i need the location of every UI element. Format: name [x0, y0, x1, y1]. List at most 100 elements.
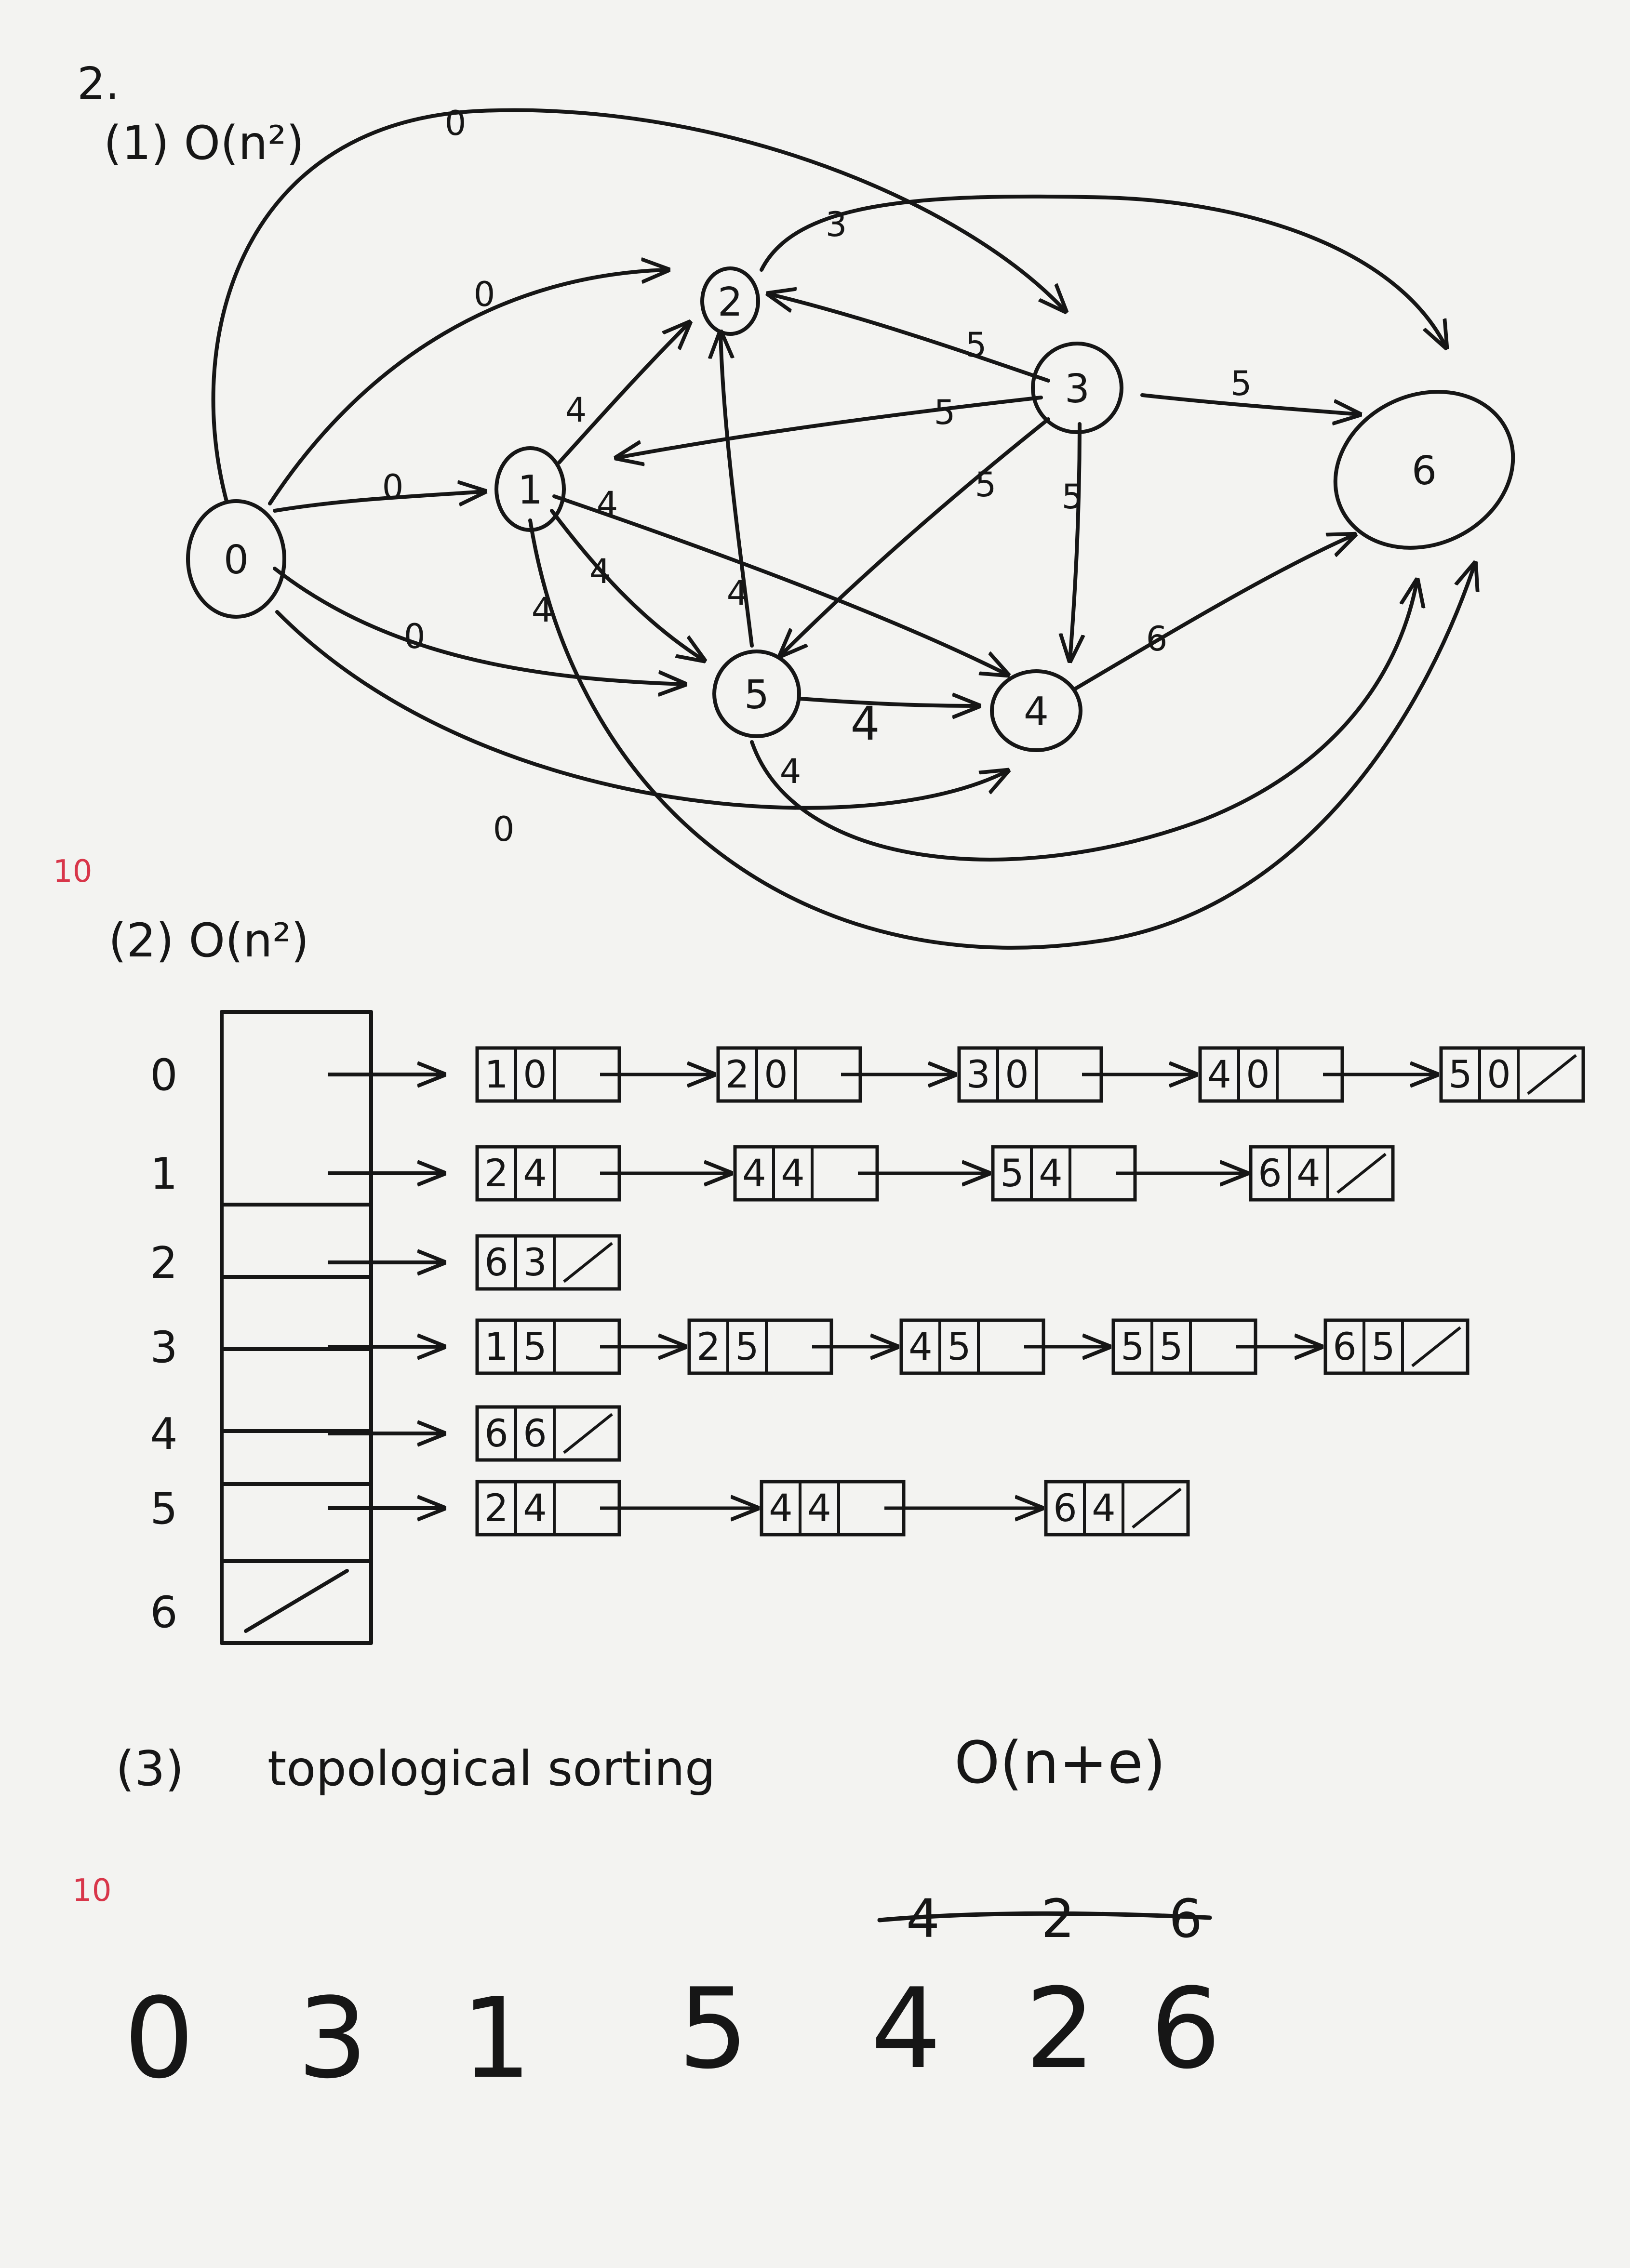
node-weight: 0 [764, 1053, 788, 1097]
node-vertex: 2 [725, 1053, 749, 1097]
node-weight: 4 [807, 1487, 831, 1530]
part3-title: topological sorting [267, 1740, 715, 1797]
weight-5-2: 4 [727, 573, 748, 613]
edge-0-4 [275, 610, 1007, 810]
order-item-6: 6 [1150, 1965, 1221, 2094]
graph-nodes [186, 266, 1515, 752]
edge-2-6 [760, 194, 1446, 347]
edge-4-6 [1073, 535, 1354, 691]
weight-0-3: 0 [445, 104, 467, 143]
node-weight: 5 [523, 1326, 547, 1369]
weight-1-6: 4 [532, 590, 553, 630]
node-vertex: 5 [1121, 1326, 1145, 1369]
graph-node-0-circle [186, 499, 286, 619]
node-weight: 4 [523, 1152, 547, 1195]
graph-node-labels: 0 1 2 3 4 5 6 [224, 279, 1437, 735]
graph-node-3: 3 [1065, 366, 1090, 412]
vertex-label-3: 3 [150, 1322, 177, 1373]
node-weight: 0 [523, 1053, 547, 1097]
node-vertex: 6 [1258, 1152, 1282, 1195]
node-vertex: 4 [742, 1152, 766, 1195]
order-item-4: 4 [871, 1965, 941, 2094]
vertex-label-5: 5 [150, 1484, 177, 1534]
node-vertex: 5 [1000, 1152, 1024, 1195]
null-pointer-slash [1132, 1487, 1182, 1529]
node-vertex: 5 [1448, 1053, 1472, 1097]
crossed-out-sequence: 4 2 6 [877, 1888, 1212, 1950]
edge-1-6 [528, 518, 1475, 950]
edge-3-2 [769, 294, 1050, 383]
graph-node-5-circle [712, 650, 801, 738]
node-weight: 4 [523, 1487, 547, 1530]
weight-5-6: 4 [780, 752, 802, 791]
edge-3-1 [617, 396, 1043, 458]
null-pointer-slash [1527, 1054, 1577, 1095]
edge-0-2 [268, 270, 668, 505]
weight-3-1: 5 [934, 393, 956, 432]
part3-complexity: O(n+e) [954, 1730, 1166, 1797]
node-vertex: 4 [909, 1326, 933, 1369]
graph-node-1-circle [494, 446, 566, 532]
weight-4-6: 6 [1146, 619, 1168, 659]
topological-order: 0 3 1 5 4 2 6 [124, 1965, 1221, 2103]
node-weight: 5 [735, 1326, 759, 1369]
null-pointer-slash [1411, 1326, 1461, 1367]
node-vertex: 2 [696, 1326, 721, 1369]
vertex-array-box [220, 1010, 373, 1645]
node-vertex: 2 [484, 1152, 508, 1195]
edge-0-3 [211, 108, 1065, 503]
node-vertex: 4 [1207, 1053, 1231, 1097]
crossed-out-1: 2 [1041, 1888, 1075, 1950]
node-vertex: 3 [966, 1053, 990, 1097]
node-weight: 0 [1246, 1053, 1270, 1097]
node-vertex: 6 [484, 1412, 508, 1456]
graph-node-2-circle [700, 266, 760, 336]
node-vertex: 2 [484, 1487, 508, 1530]
node-weight: 5 [1371, 1326, 1395, 1369]
edge-3-4 [1070, 422, 1080, 660]
score-mark-1: 10 [53, 854, 92, 889]
weight-3-6: 5 [1230, 364, 1252, 403]
edge-1-5 [550, 509, 704, 660]
graph-node-4-circle [990, 669, 1082, 752]
node-weight: 6 [523, 1412, 547, 1456]
graph-node-3-circle [1031, 342, 1123, 434]
node-weight: 0 [1005, 1053, 1029, 1097]
null-pointer-slash [563, 1413, 613, 1454]
vertex-array [220, 1010, 373, 1645]
edge-1-2 [557, 323, 689, 464]
node-weight: 4 [1296, 1152, 1321, 1195]
weight-3-5: 5 [975, 465, 997, 504]
order-item-5: 2 [1025, 1965, 1096, 2094]
node-weight: 4 [781, 1152, 805, 1195]
problem-number: 2. [77, 58, 120, 109]
edge-weights: 0 0 0 0 0 4 4 4 4 3 5 5 5 5 5 6 4 4 4 [382, 104, 1252, 849]
edge-0-5 [273, 567, 684, 684]
weight-1-5: 4 [589, 552, 611, 591]
null-slash [244, 1569, 349, 1633]
edge-5-2 [721, 332, 754, 648]
part1-label: (1) O(n²) [104, 116, 304, 170]
graph-node-1: 1 [518, 467, 543, 513]
weight-0-1: 0 [382, 467, 404, 507]
